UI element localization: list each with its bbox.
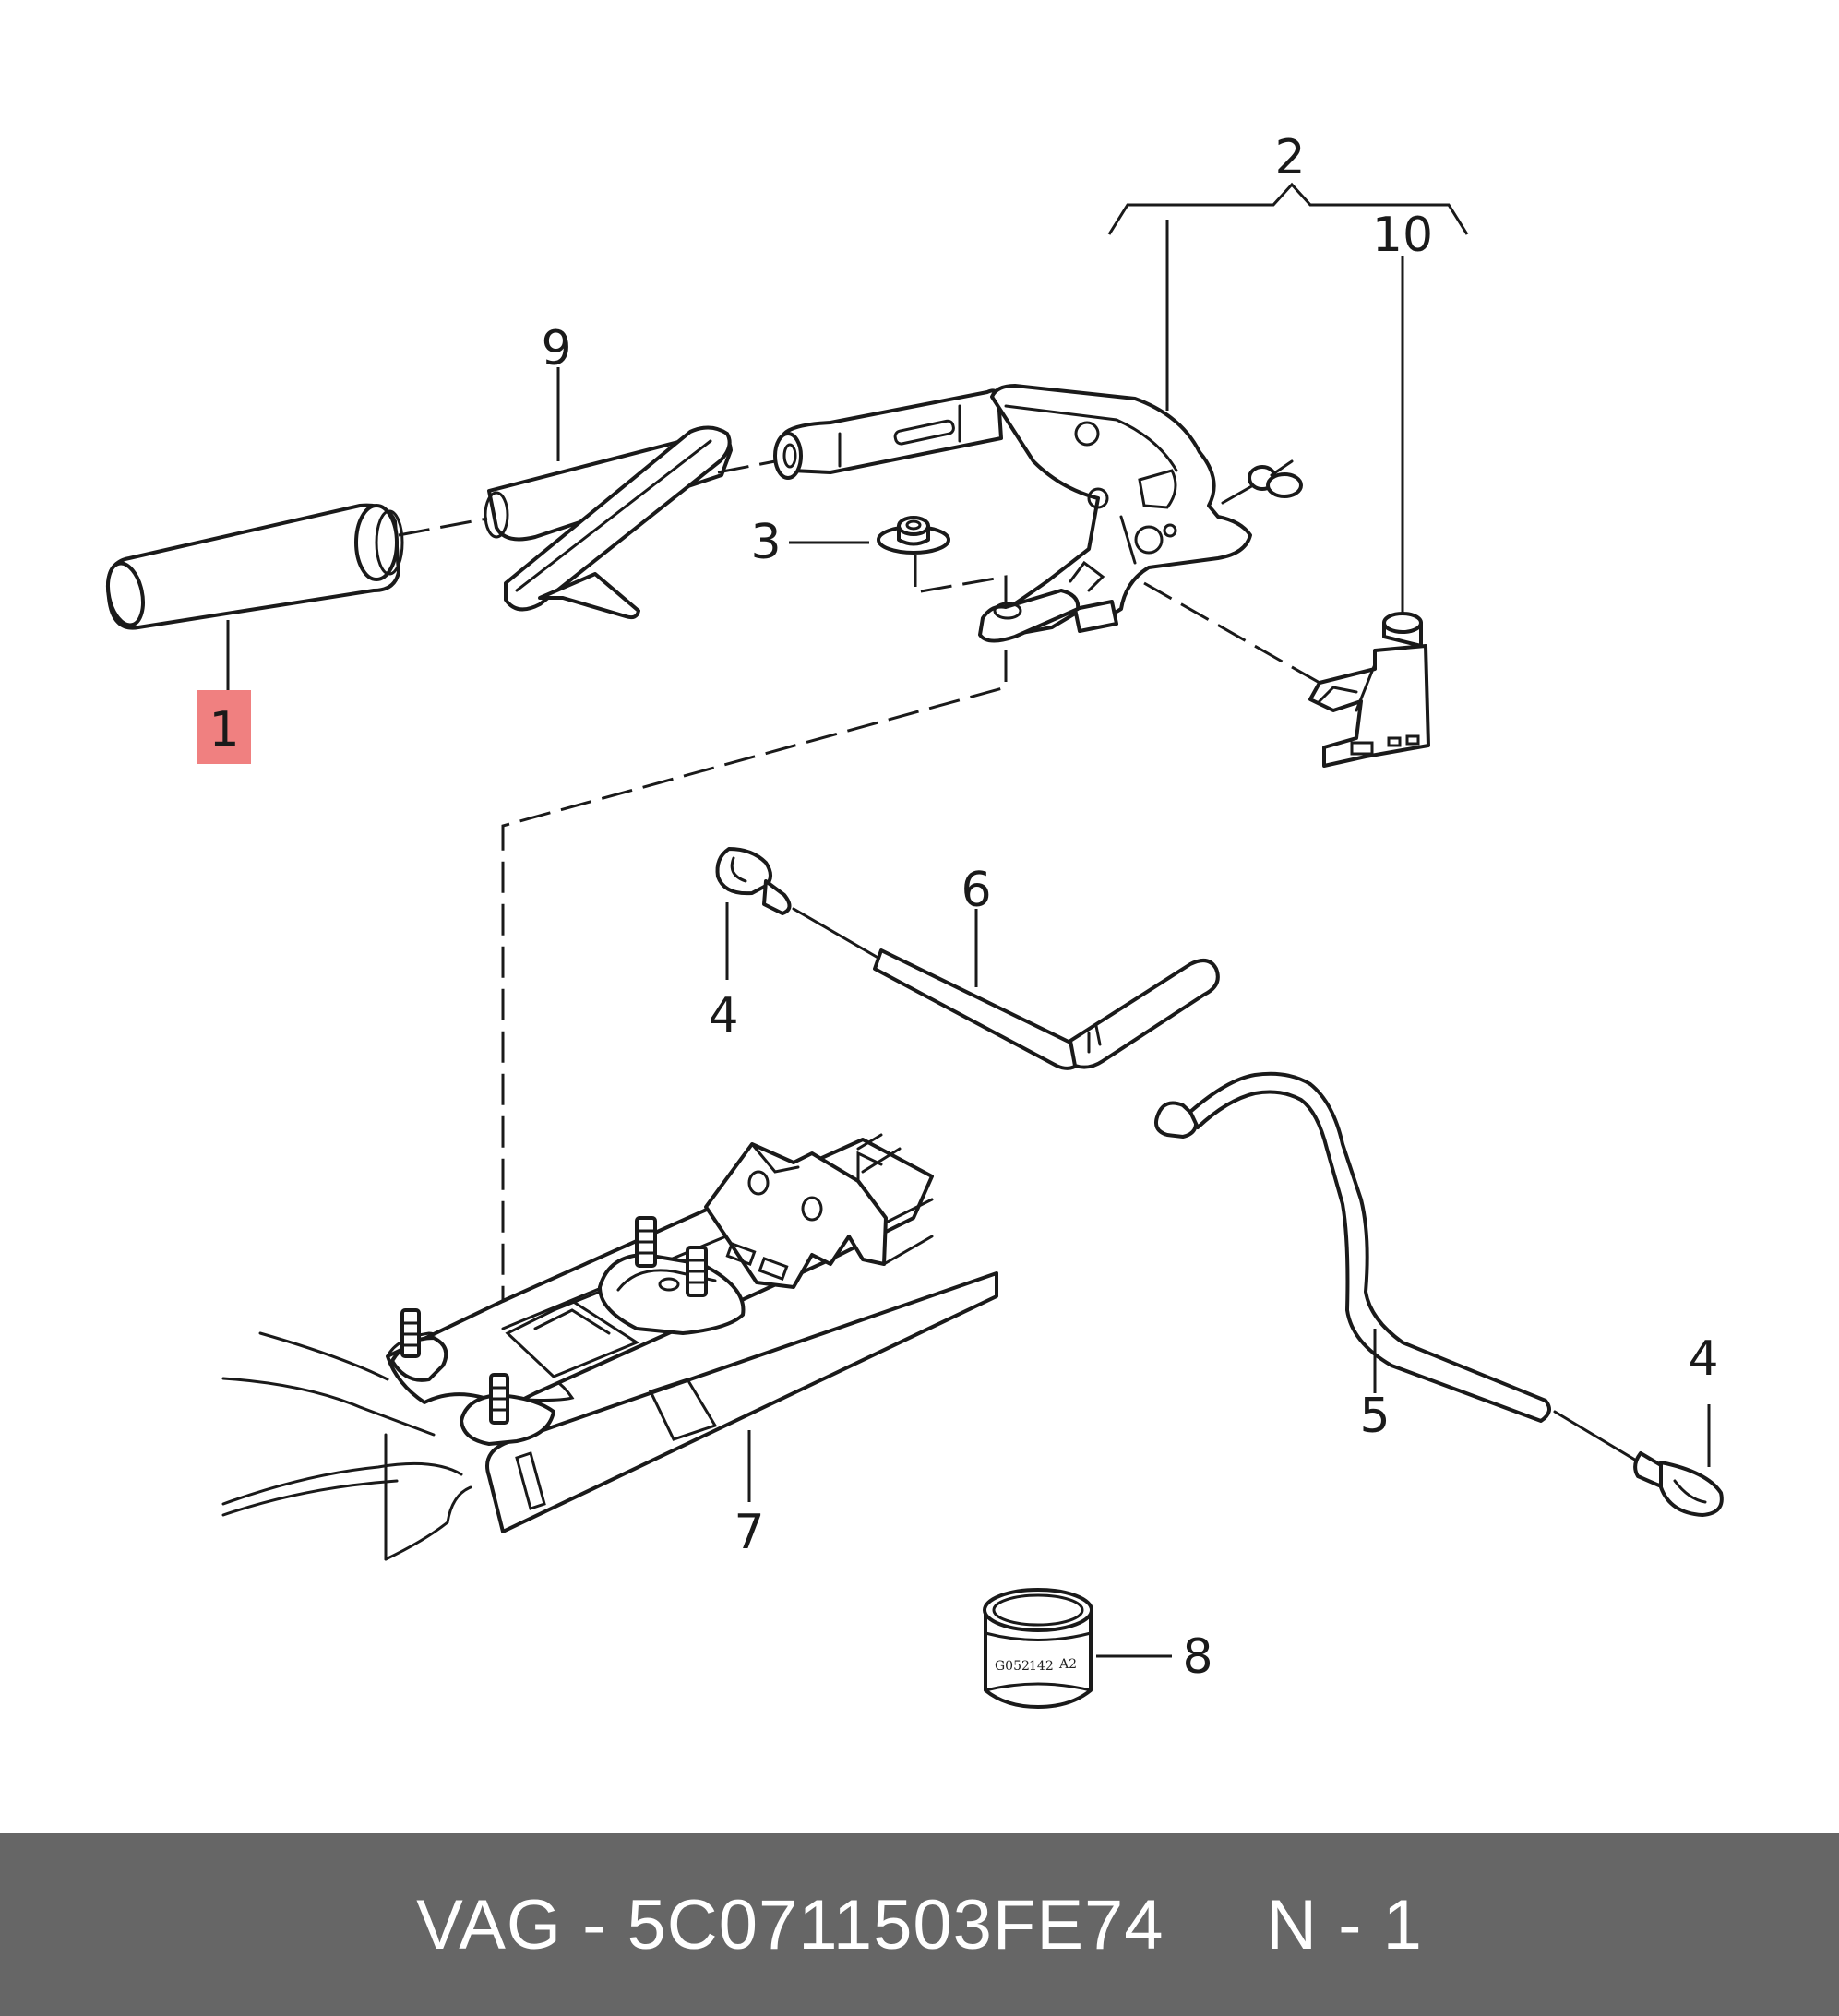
stamp-code-3: A2 [1058,1657,1077,1672]
callout-9: 9 [541,321,571,376]
footer-bar: VAG - 5C0711503FE74 N - 1 [0,1833,1839,2016]
part-5-cable[interactable] [1154,1071,1724,1517]
stamp-code-2: 142 [1029,1659,1054,1674]
part-8-grease-container[interactable]: G052 142 A2 [983,1588,1093,1709]
callout-3: 3 [750,515,781,570]
callout-7: 7 [734,1505,764,1560]
parts-diagram: 1 9 [102,130,1724,1709]
stamp-code-1: G052 [995,1659,1030,1674]
callout-4a: 4 [708,988,738,1044]
callout-4b: 4 [1688,1331,1718,1387]
callout-8: 8 [1182,1629,1212,1685]
part-number-caption: VAG - 5C0711503FE74 N - 1 [416,1885,1423,1964]
highlight-box [197,690,251,764]
part-6-cable[interactable] [715,847,1220,1070]
part-3-nut[interactable] [877,516,950,555]
callout-1-highlight[interactable]: 1 [197,620,251,764]
part-9-lever-cover[interactable] [484,425,733,620]
callout-1: 1 [209,702,239,757]
part-2-handbrake-lever[interactable] [773,384,1303,643]
part-1-handle-grip[interactable] [102,503,404,630]
part-7-tunnel-bracket[interactable] [221,1133,998,1561]
callout-10: 10 [1372,208,1433,263]
callout-2: 2 [1274,130,1305,185]
callout-6: 6 [961,863,991,918]
callout-5: 5 [1359,1389,1390,1444]
part-10-switch[interactable] [1308,612,1430,768]
